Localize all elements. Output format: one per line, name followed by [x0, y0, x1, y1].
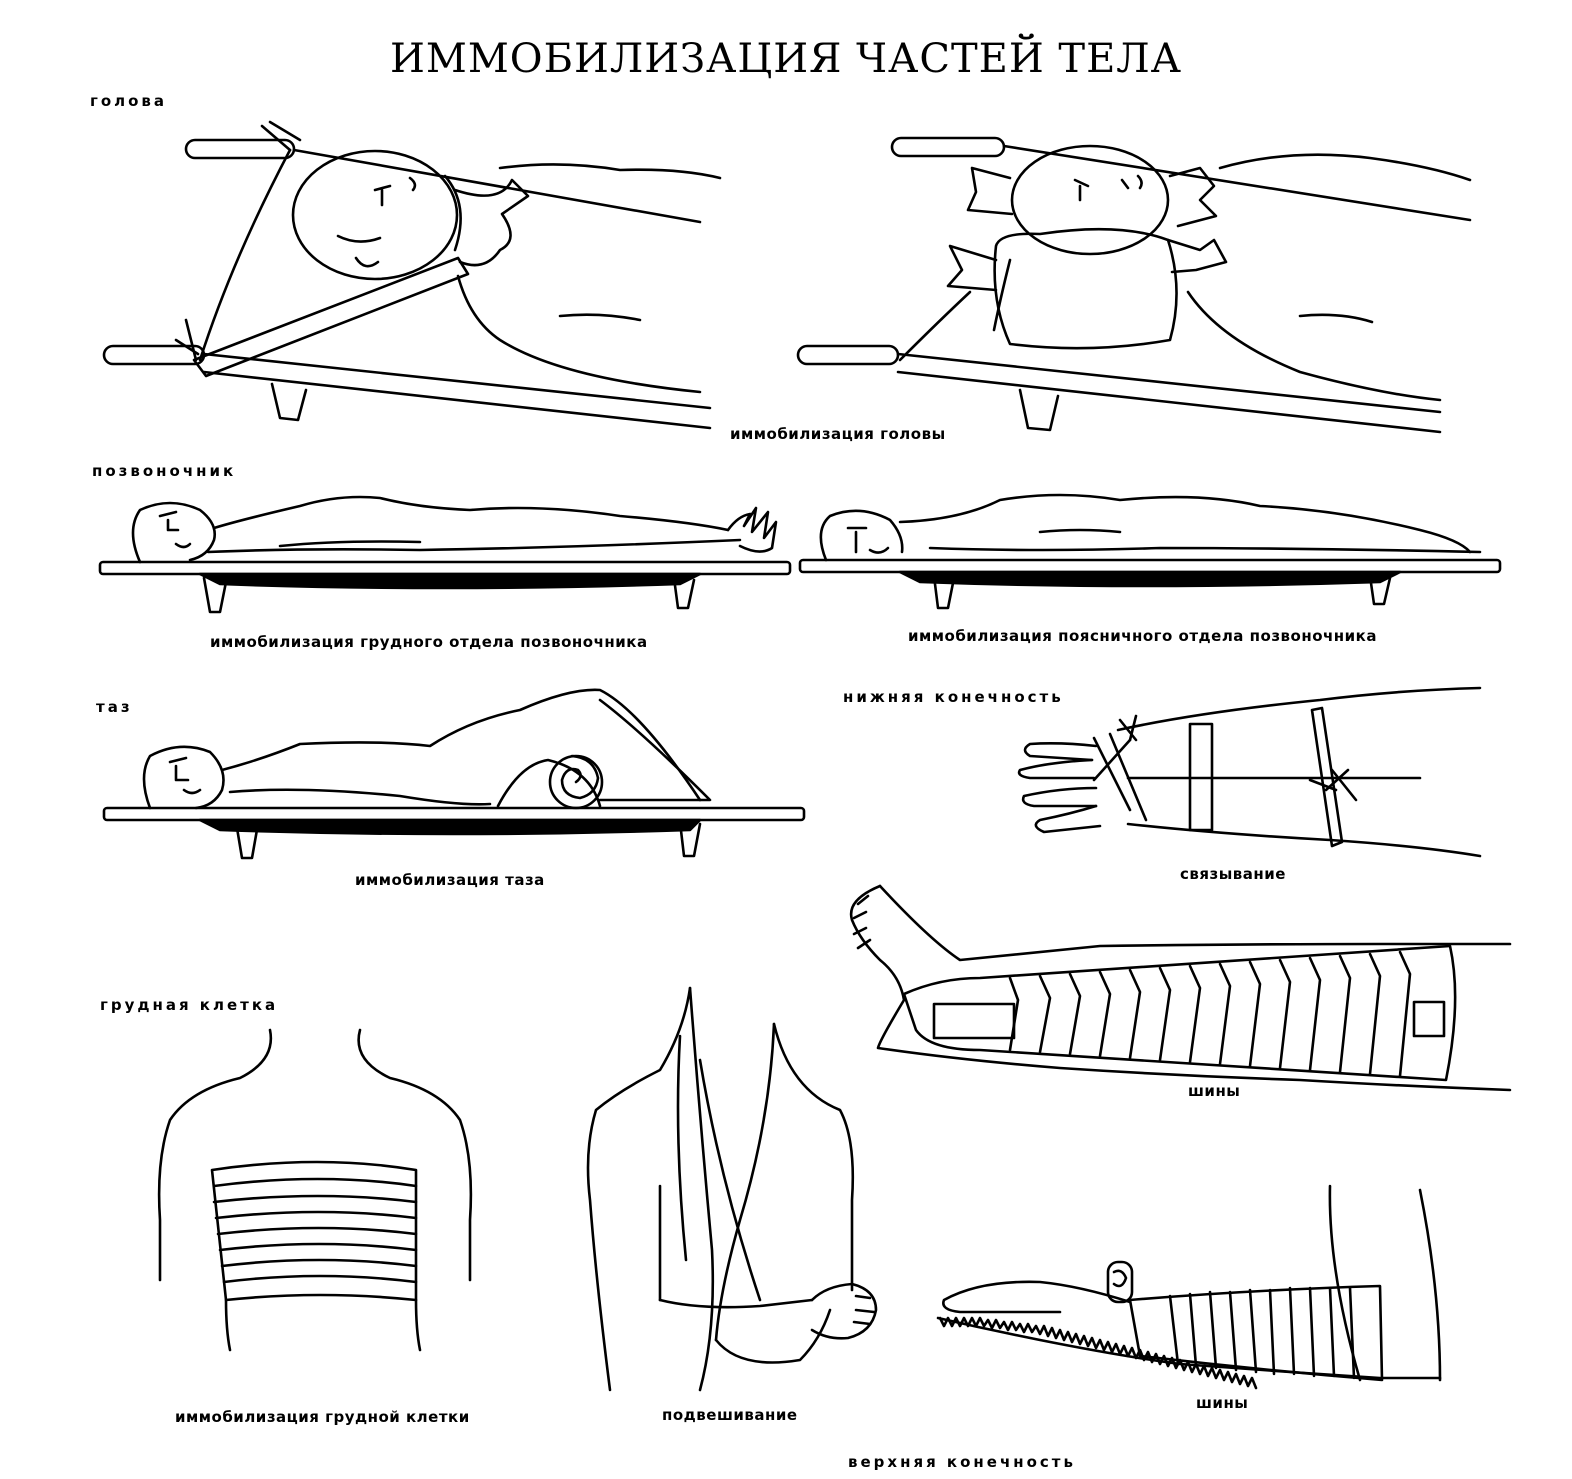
caption-arm-splints: шины [1196, 1394, 1249, 1412]
caption-tying: связывание [1180, 865, 1286, 883]
thoracic-spine-illustration [98, 495, 792, 614]
section-label-pelvis: таз [96, 698, 133, 716]
leg-tying-illustration [1017, 686, 1482, 858]
section-label-upper-limb: верхняя конечность [848, 1453, 1076, 1471]
chest-illustration [157, 1028, 473, 1352]
caption-leg-splints: шины [1188, 1082, 1241, 1100]
section-label-lower-limb: нижняя конечность [843, 688, 1064, 706]
pelvis-illustration [102, 688, 806, 860]
caption-pelvis: иммобилизация таза [355, 871, 545, 889]
section-label-head: голова [90, 92, 168, 110]
page-title: ИММОБИЛИЗАЦИЯ ЧАСТЕЙ ТЕЛА [390, 36, 1182, 82]
head-rolls-illustration [796, 136, 1472, 434]
leg-splints-illustration [849, 884, 1512, 1092]
caption-head-immobilization: иммобилизация головы [730, 425, 946, 443]
sling-illustration [586, 986, 878, 1392]
caption-thoracic-spine: иммобилизация грудного отдела позвоночни… [210, 633, 648, 651]
arm-splints-illustration [936, 1184, 1442, 1390]
section-label-spine: позвоночник [92, 462, 237, 480]
caption-lumbar-spine: иммобилизация поясничного отдела позвоно… [908, 627, 1377, 645]
caption-chest: иммобилизация грудной клетки [175, 1408, 470, 1426]
caption-sling: подвешивание [662, 1406, 798, 1424]
head-strap-illustration [102, 120, 722, 430]
lumbar-spine-illustration [798, 493, 1502, 610]
section-label-chest: грудная клетка [100, 996, 279, 1014]
